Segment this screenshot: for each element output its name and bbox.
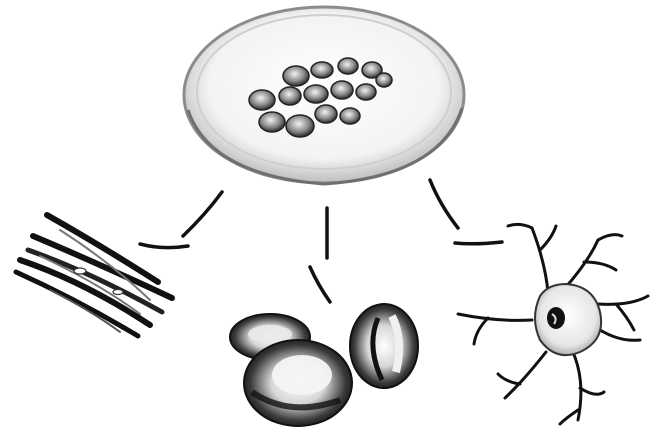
red-blood-cells-icon (230, 304, 418, 426)
neuron-icon (458, 224, 648, 424)
petri-dish-icon (184, 7, 464, 184)
muscle-fiber-icon (16, 215, 172, 336)
arrow-right-icon (430, 180, 502, 244)
arrow-center-icon (310, 208, 330, 302)
rbc-bottom (244, 340, 352, 426)
rbc-right (350, 304, 418, 388)
arrow-left-icon (140, 192, 222, 248)
